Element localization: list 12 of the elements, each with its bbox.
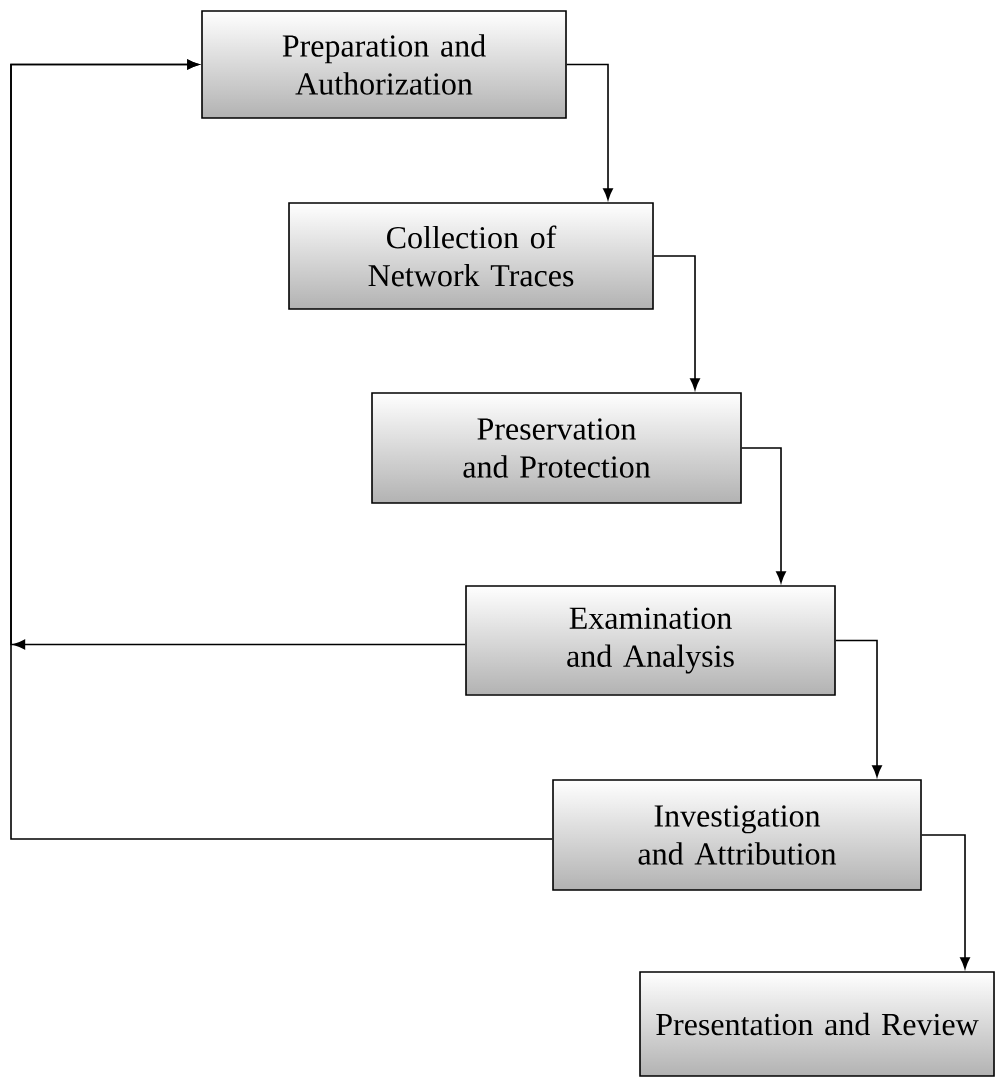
process-box: Preparation and Authorization [201, 10, 567, 119]
process-box: Collection of Network Traces [288, 202, 654, 310]
arrow [741, 447, 786, 583]
arrow [653, 255, 700, 390]
process-box: Examination and Analysis [465, 585, 836, 696]
arrow [835, 639, 882, 777]
arrow [10, 59, 553, 840]
process-box: Investigation and Attribution [552, 779, 922, 891]
process-box: Preservation and Protection [371, 392, 742, 504]
process-box: Presentation and Review [639, 971, 995, 1077]
arrow [566, 63, 613, 200]
arrow [921, 834, 970, 969]
